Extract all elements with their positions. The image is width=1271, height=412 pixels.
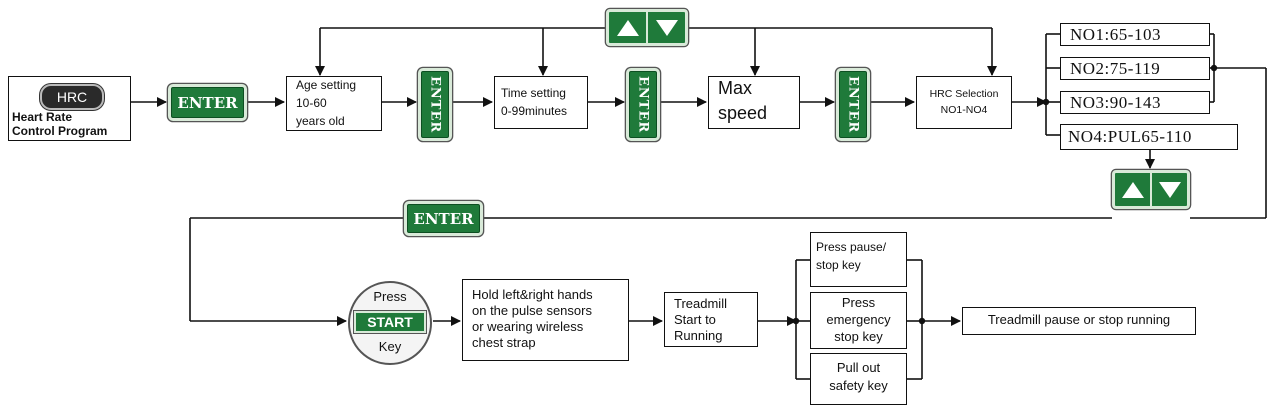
emergency-line1: Press — [841, 295, 876, 310]
emergency-stop-box — [810, 292, 907, 349]
emergency-line2: emergency — [826, 312, 891, 327]
program-no1-label: NO1:65-103 — [1070, 25, 1161, 44]
treadmill-start-box — [664, 292, 758, 347]
enter-key-4: ENTER — [836, 68, 870, 141]
enter-key-5-label: ENTER — [413, 209, 474, 228]
hold-hands-box — [462, 279, 629, 361]
enter-key-1: ENTER — [168, 84, 247, 121]
hrc-selection-box — [916, 76, 1012, 129]
program-no2-box — [1060, 57, 1210, 80]
treadmill-line1: Treadmill — [674, 296, 727, 311]
time-line2: 0-99minutes — [501, 104, 568, 118]
hrc-title-line1: Heart Rate — [12, 110, 73, 124]
hrc-selection-line2: NO1-NO4 — [940, 104, 988, 116]
pause-line2: stop key — [816, 258, 861, 272]
hrc-selection-line1: HRC Selection — [929, 88, 999, 100]
down-arrow-icon — [1158, 181, 1181, 198]
program-no3-label: NO3:90-143 — [1070, 93, 1161, 112]
max-speed-box — [708, 76, 800, 129]
time-setting-box — [494, 76, 588, 129]
enter-key-5: ENTER — [404, 201, 483, 236]
start-key-label: START — [367, 314, 413, 330]
enter-key-2-label: ENTER — [427, 75, 443, 134]
program-no4-label: NO4:PUL65-110 — [1068, 127, 1192, 146]
hold-line4: chest strap — [472, 335, 536, 350]
age-line2: 10-60 — [296, 96, 327, 110]
safety-line1: Pull out — [836, 360, 881, 375]
max-speed-line1: Max — [718, 78, 753, 98]
enter-key-4-label: ENTER — [845, 75, 861, 134]
hold-line3: or wearing wireless — [472, 319, 584, 334]
emergency-line3: stop key — [834, 329, 883, 344]
hrc-key: HRC — [40, 84, 104, 110]
program-no2-label: NO2:75-119 — [1070, 59, 1161, 78]
program-no1-box — [1060, 23, 1210, 46]
down-key-bottom — [1150, 173, 1187, 206]
time-line1: Time setting — [501, 86, 566, 100]
enter-key-3: ENTER — [626, 68, 660, 141]
enter-key-2: ENTER — [418, 68, 452, 141]
pause-stop-box — [810, 232, 907, 287]
result-box — [962, 307, 1196, 335]
age-line1: Age setting — [296, 78, 357, 92]
program-no3-box — [1060, 91, 1210, 114]
hrc-key-label: HRC — [56, 89, 88, 105]
result-label: Treadmill pause or stop running — [987, 312, 1171, 327]
up-key-bottom — [1115, 173, 1150, 206]
up-arrow-icon — [1121, 181, 1144, 198]
safety-line2: safety key — [829, 378, 888, 393]
hold-line1: Hold left&right hands — [472, 287, 593, 302]
age-line3: years old — [296, 114, 345, 128]
hrc-title-line2: Control Program — [12, 124, 108, 138]
treadmill-line3: Running — [674, 328, 723, 343]
pause-line1: Press pause/ — [816, 240, 887, 254]
up-down-keys-top — [606, 9, 688, 46]
up-arrow-icon — [616, 19, 639, 36]
start-press-label: Press — [373, 289, 407, 304]
up-key-top — [609, 12, 646, 43]
treadmill-line2: Start to — [674, 312, 716, 327]
start-key: START — [354, 311, 426, 333]
down-arrow-icon — [655, 19, 678, 36]
hold-line2: on the pulse sensors — [472, 303, 592, 318]
start-key-word: Key — [378, 339, 402, 354]
max-speed-line2: speed — [718, 103, 768, 123]
program-no4-box — [1060, 124, 1238, 150]
enter-key-3-label: ENTER — [635, 75, 651, 134]
up-down-keys-bottom — [1112, 170, 1190, 209]
age-setting-box — [286, 76, 382, 131]
down-key-top — [646, 12, 685, 43]
enter-key-1-label: ENTER — [177, 93, 238, 112]
safety-key-box — [810, 353, 907, 405]
